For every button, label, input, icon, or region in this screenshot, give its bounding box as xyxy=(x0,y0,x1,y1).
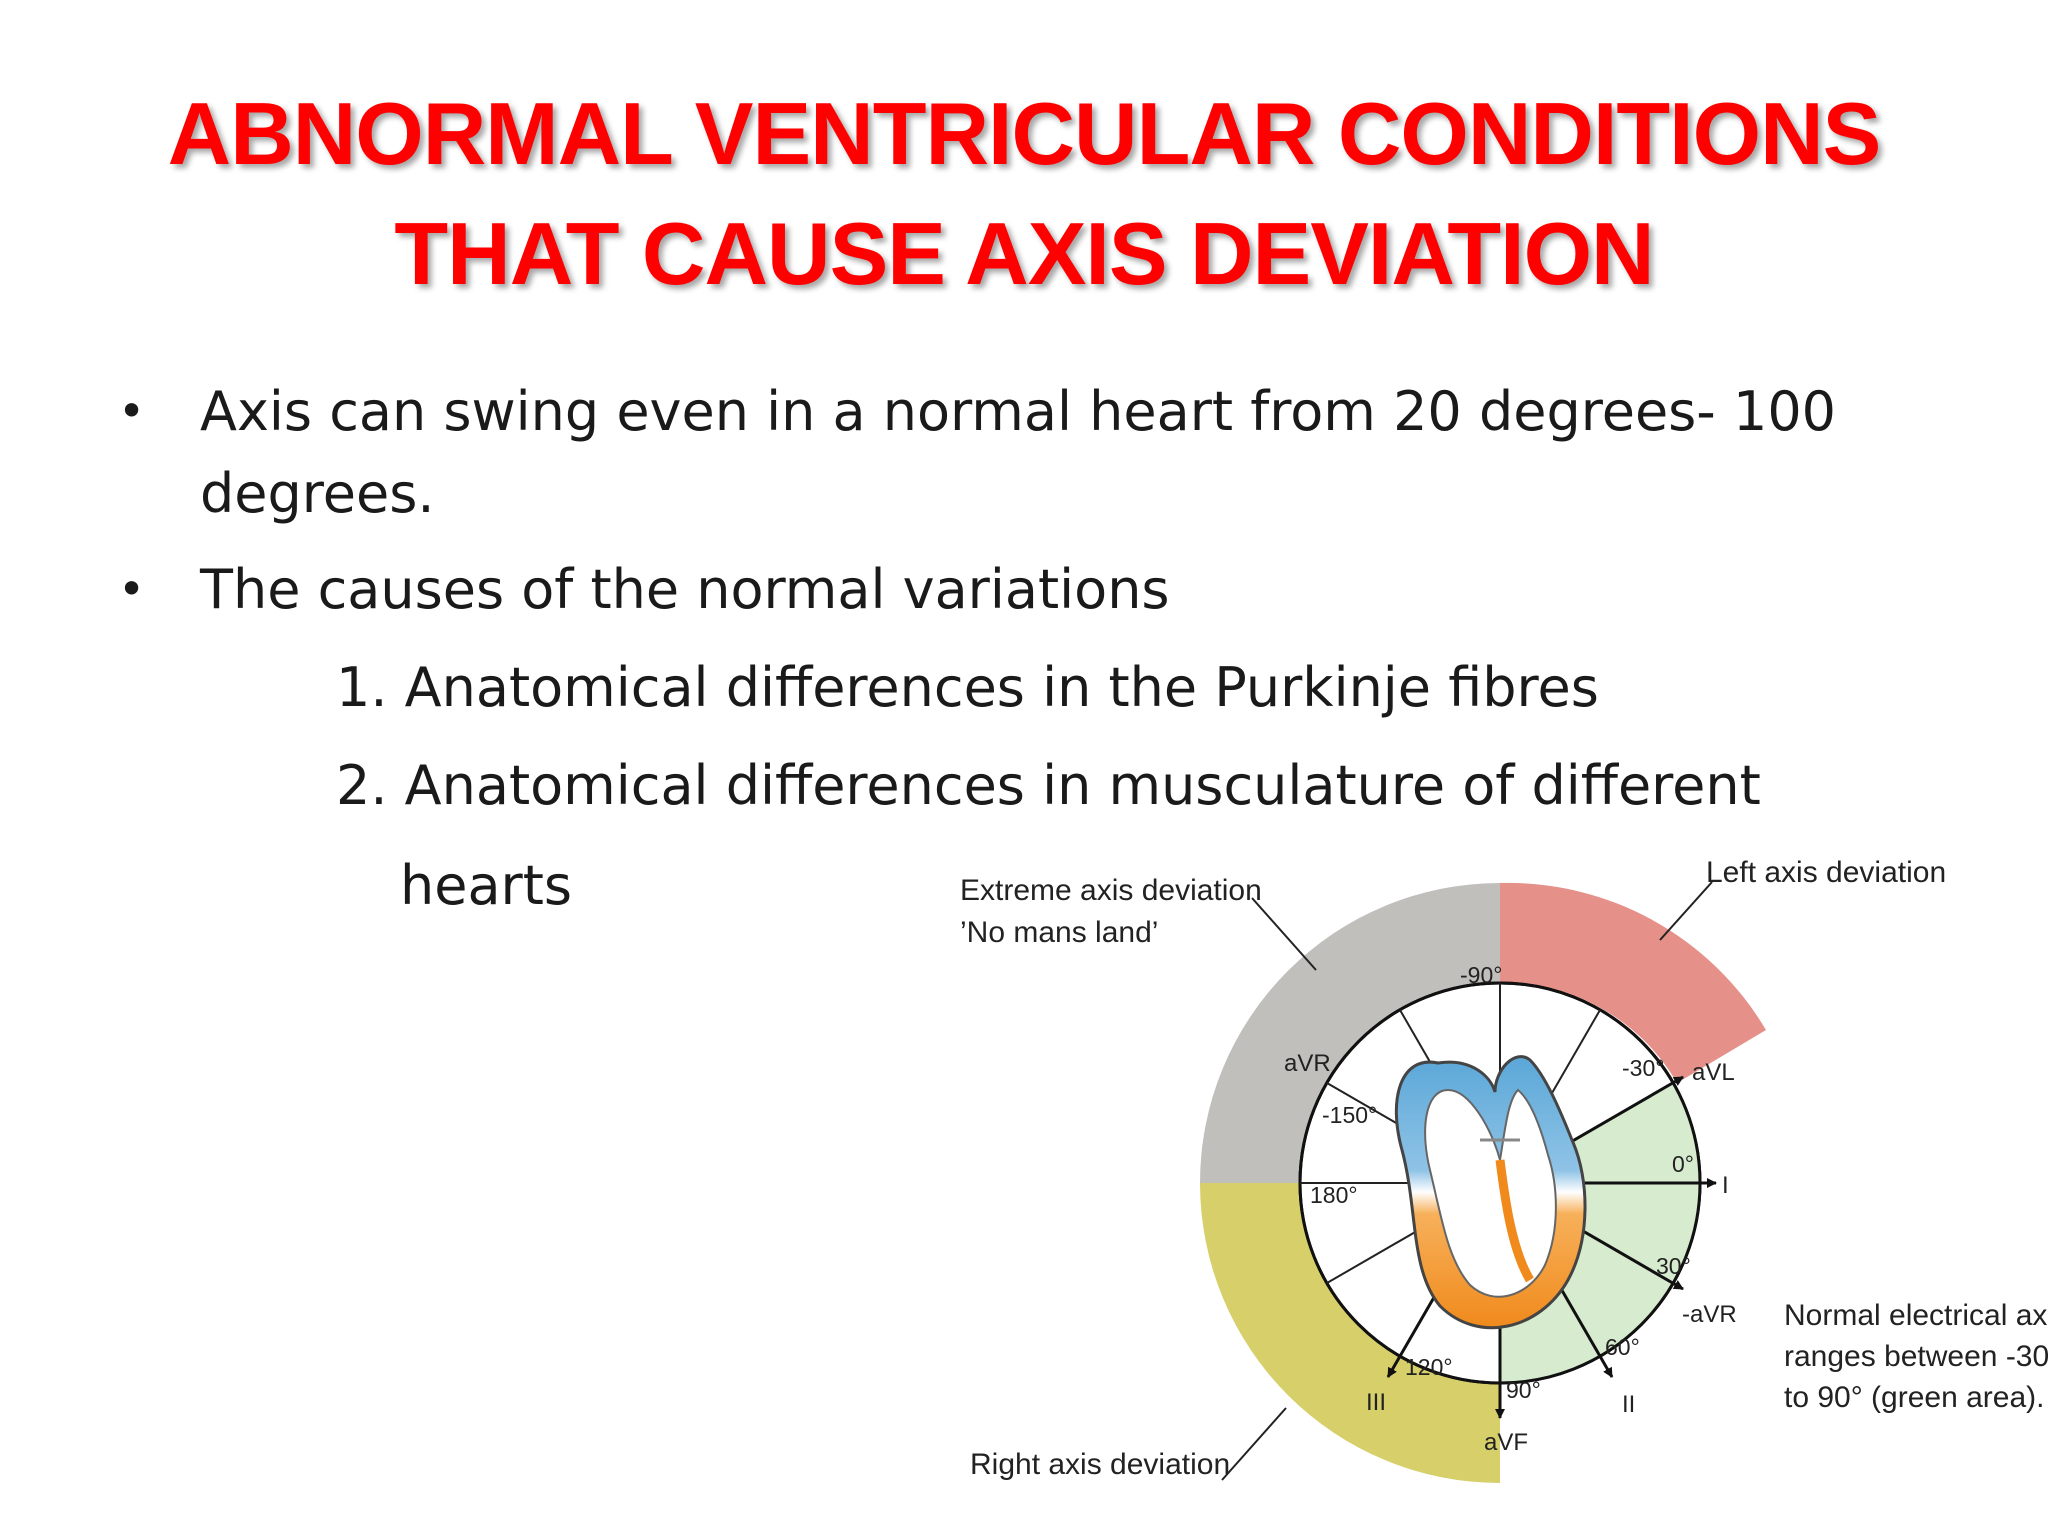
label-right-axis: Right axis deviation xyxy=(970,1448,1230,1481)
leader-extreme xyxy=(1251,897,1317,971)
bullet-dot-2: • xyxy=(118,562,146,616)
label-extreme-line-2: ’No mans land’ xyxy=(960,916,1158,949)
bullet-1-line-2: degrees. xyxy=(200,462,435,525)
degree-neg150: -150° xyxy=(1322,1102,1377,1128)
lead-label-I: I xyxy=(1722,1172,1729,1199)
lead-label-aVL: aVL xyxy=(1692,1059,1735,1086)
degree-30: 30° xyxy=(1656,1253,1691,1279)
label-extreme-line-1: Extreme axis deviation xyxy=(960,874,1262,907)
degree-neg30: -30° xyxy=(1622,1055,1664,1081)
slide-title-line-1: ABNORMAL VENTRICULAR CONDITIONS xyxy=(167,84,1882,183)
heart-illustration xyxy=(1394,1055,1587,1330)
label-left-axis: Left axis deviation xyxy=(1706,856,1946,889)
extreme-axis-sector xyxy=(1200,883,1500,1183)
leader-left xyxy=(1659,881,1713,941)
bullet-2-line-1: The causes of the normal variations xyxy=(200,558,1170,621)
bullet-1-line-1: Axis can swing even in a normal heart fr… xyxy=(200,380,1837,443)
right-axis-sector xyxy=(1200,1183,1500,1483)
numbered-item-2-line-2: hearts xyxy=(400,854,573,917)
label-normal-line-1: Normal electrical axis xyxy=(1784,1299,2048,1332)
label-leader-lines xyxy=(1221,881,1713,1481)
label-normal-line-2: ranges between -30° xyxy=(1784,1340,2048,1373)
degree-neg90: -90° xyxy=(1460,962,1502,988)
leader-right xyxy=(1221,1407,1287,1481)
numbered-item-2-line-1: 2. Anatomical differences in musculature… xyxy=(336,754,1761,817)
left-axis-sector xyxy=(1500,882,1766,1083)
bullet-dot-1: • xyxy=(118,384,146,438)
slide-title-line-2: THAT CAUSE AXIS DEVIATION xyxy=(394,204,1654,303)
lead-label-II: II xyxy=(1622,1391,1635,1418)
lead-label-III: III xyxy=(1366,1389,1386,1416)
numbered-item-1: 1. Anatomical differences in the Purkinj… xyxy=(336,656,1599,719)
label-normal-line-3: to 90° (green area). xyxy=(1784,1381,2044,1414)
degree-60: 60° xyxy=(1605,1334,1640,1360)
degree-180: 180° xyxy=(1310,1182,1358,1208)
lead-label-aVF: aVF xyxy=(1484,1429,1528,1456)
degree-90: 90° xyxy=(1506,1377,1541,1403)
degree-0: 0° xyxy=(1672,1151,1694,1177)
degree-120: 120° xyxy=(1405,1354,1453,1380)
lead-label-aVR: aVR xyxy=(1284,1050,1331,1077)
lead-label-negaVR: -aVR xyxy=(1682,1301,1737,1328)
